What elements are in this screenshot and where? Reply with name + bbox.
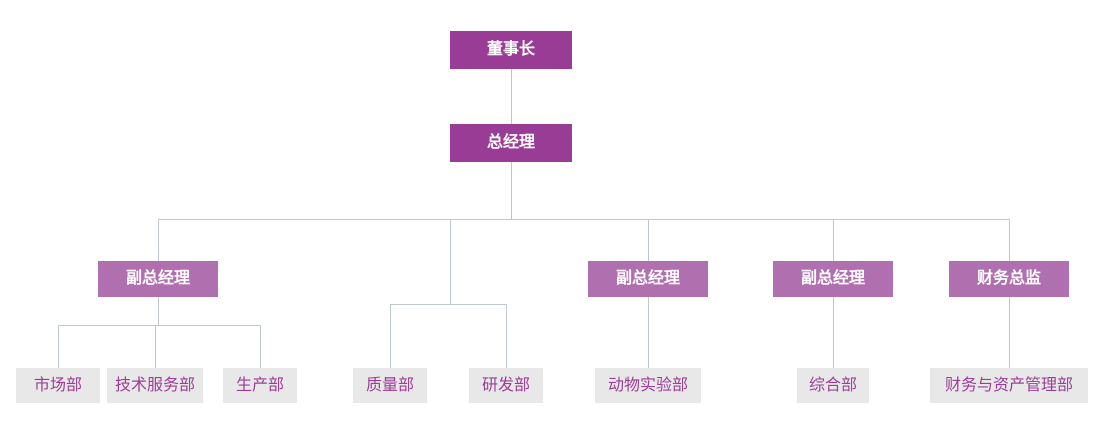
org-node-quality-dept: 质量部 [353,368,427,403]
connector-drop-deputy-gm-3 [833,219,834,261]
org-node-marketing-dept: 市场部 [16,368,100,403]
connector-drop-quality-dept [390,304,391,368]
org-node-deputy-gm-2: 副总经理 [588,261,708,297]
org-node-deputy-gm-1: 副总经理 [98,261,218,297]
org-node-finance-director: 财务总监 [949,261,1069,297]
connector-drop-middle-branch [450,219,451,304]
connector-drop-deputy-gm-1 [158,219,159,261]
connector-drop-finance-director [1009,219,1010,261]
connector-level3-bus [158,219,1010,220]
connector-deputy-gm-2-animal-lab [648,297,649,368]
connector-drop-tech-service-dept [155,325,156,368]
org-node-rnd-dept: 研发部 [469,368,543,403]
connector-drop-rnd-dept [506,304,507,368]
connector-drop-deputy-gm-2 [648,219,649,261]
connector-drop-marketing-dept [58,325,59,368]
org-node-general-manager: 总经理 [450,124,572,162]
org-node-tech-service-dept: 技术服务部 [107,368,203,403]
connector-deputy-gm-3-general-affairs [833,297,834,368]
org-node-general-affairs-dept: 综合部 [797,368,869,403]
connector-deputy-gm-1-bus [58,325,260,326]
connector-deputy-gm-1-trunk [158,297,159,325]
org-node-animal-lab-dept: 动物实验部 [595,368,701,403]
org-node-chairman: 董事长 [450,31,572,69]
connector-gm-trunk [511,162,512,219]
org-node-deputy-gm-3: 副总经理 [773,261,893,297]
connector-drop-production-dept [260,325,261,368]
connector-finance-director-finance-asset [1009,297,1010,368]
org-node-production-dept: 生产部 [223,368,297,403]
org-node-finance-asset-dept: 财务与资产管理部 [930,368,1088,403]
connector-chairman-gm [511,69,512,124]
connector-middle-bus [390,304,506,305]
